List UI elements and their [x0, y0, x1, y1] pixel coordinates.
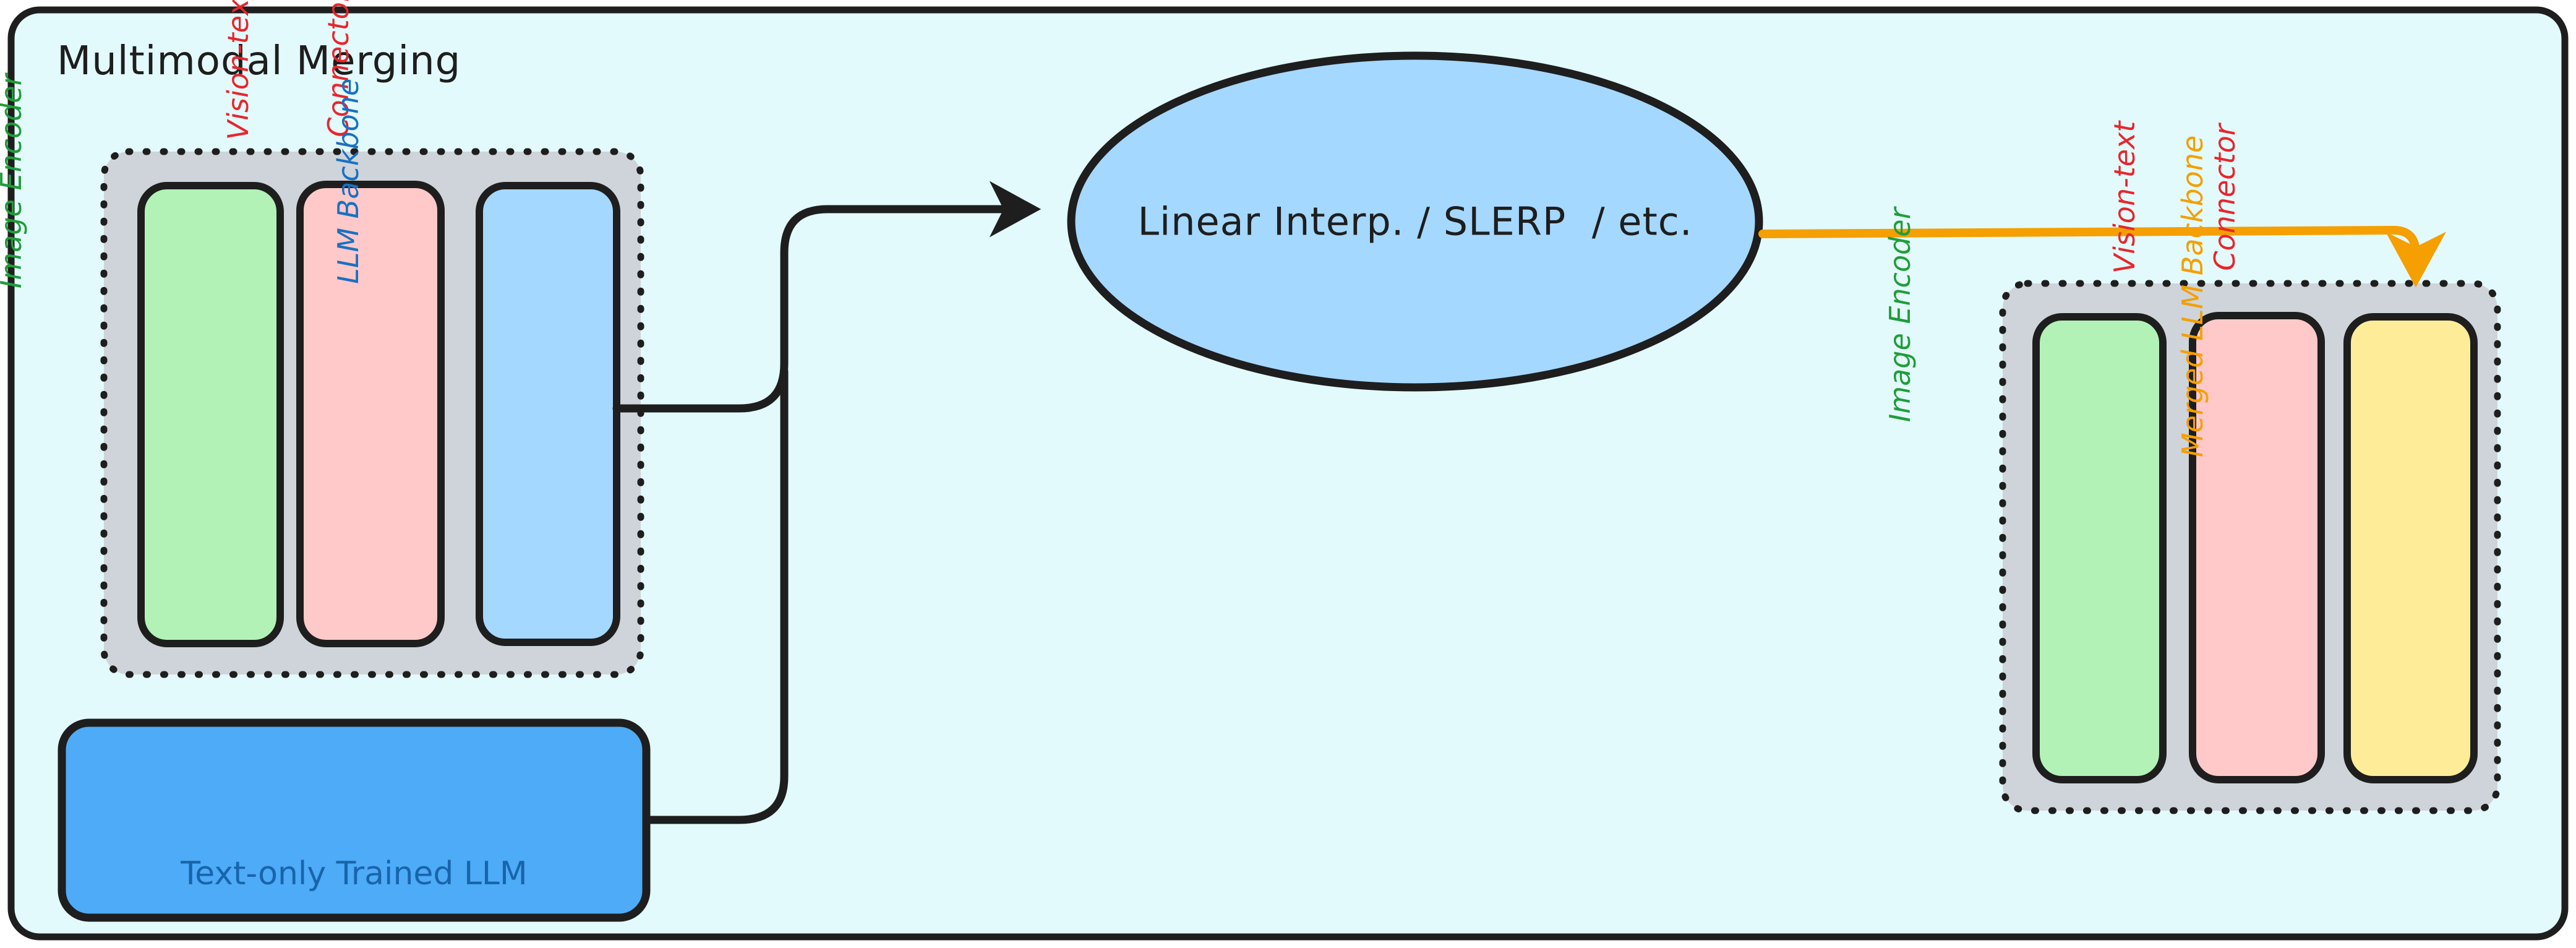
result-merged-llm-backbone-box: [2343, 313, 2478, 783]
result-vision-text-connector-box: [2189, 312, 2325, 783]
result-image-encoder-box: [2032, 313, 2167, 783]
source-llm-backbone-box: [476, 182, 620, 646]
outer-container: [7, 6, 2569, 941]
connector-llm-backbone-to-merge: [612, 181, 1042, 413]
text-only-llm-backbone-box: [58, 718, 651, 922]
source-image-encoder-box: [137, 182, 284, 647]
connector-text-llm-to-merge: [642, 367, 789, 824]
source-vision-text-connector-box: [296, 181, 445, 647]
merge-operation-ellipse: [1067, 51, 1763, 392]
connector-merge-to-merged-backbone: [1758, 226, 2446, 288]
